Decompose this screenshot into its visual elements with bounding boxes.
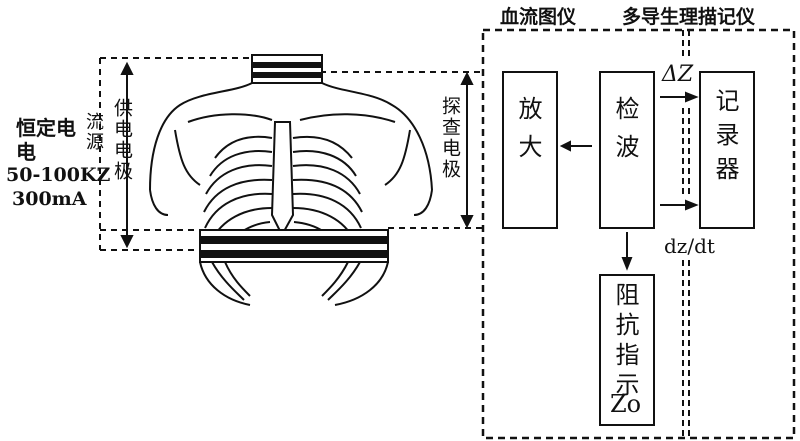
frequency-label: 50-100KZ: [6, 164, 111, 186]
neck-electrode-band: [251, 54, 323, 84]
delta-z-label: ΔZ: [662, 62, 694, 87]
probe-electrode-arrows: [460, 71, 474, 229]
constant-current-label-line2: 电: [16, 140, 36, 164]
amplify-label: 放大: [514, 96, 542, 172]
polygraph-channel-lines: [682, 30, 690, 438]
supply-electrode-arrows: [120, 61, 134, 249]
supply-electrode-label: 供电电极: [111, 98, 133, 182]
recorder-box: [699, 71, 755, 229]
electrode-connectors: [99, 57, 483, 251]
polygraph-label: 多导生理描记仪: [622, 6, 756, 28]
flow-meter-label: 血流图仪: [500, 6, 577, 28]
amplify-box: [502, 71, 558, 229]
dz-dt-label: dz/dt: [664, 234, 715, 258]
constant-current-label: 恒定电: [16, 116, 76, 140]
current-source-label: 流源: [83, 112, 104, 152]
chest-electrode-belt: [199, 229, 389, 263]
impedance-indicator-label: 阻抗指示: [611, 282, 639, 402]
signal-arrows: [559, 91, 699, 271]
torso-skeleton-illustration: [149, 82, 433, 306]
detect-label: 检波: [611, 96, 639, 172]
z0-label: Zo: [610, 390, 642, 418]
current-label: 300mA: [12, 188, 87, 210]
impedance-indicator-box: [599, 274, 655, 426]
probe-electrode-label: 探查电极: [439, 96, 461, 180]
detect-box: [599, 71, 655, 229]
recorder-label: 记录器: [711, 88, 739, 190]
